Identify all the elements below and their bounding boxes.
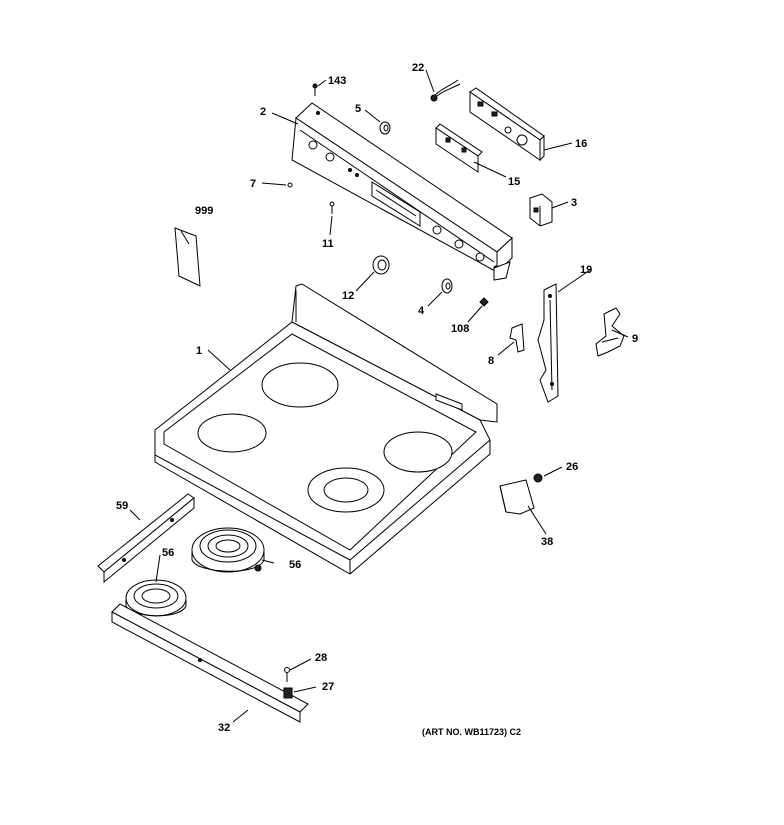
knob-part-4 (441, 278, 453, 294)
callout-22: 22 (412, 62, 424, 74)
callout-7: 7 (250, 178, 256, 190)
bracket-part-19 (537, 283, 559, 403)
callout-59: 59 (116, 500, 128, 512)
callout-27: 27 (322, 681, 334, 693)
screw-part-143 (312, 83, 318, 96)
callout-108: 108 (451, 323, 469, 335)
screw-part-108 (479, 297, 489, 307)
callout-4: 4 (418, 305, 425, 317)
pin-part-11 (329, 201, 335, 214)
hinge-part-9 (595, 307, 625, 357)
callout-2: 2 (260, 106, 266, 118)
literature-part-999 (174, 227, 201, 287)
rail-part-59 (97, 493, 195, 584)
control-board (469, 87, 545, 162)
clip-part-7 (287, 182, 293, 188)
bracket-part-8 (509, 323, 525, 353)
receptacle-part-27 (283, 687, 293, 699)
callout-28: 28 (315, 652, 327, 664)
callout-3: 3 (571, 197, 577, 209)
callout-38: 38 (541, 536, 553, 548)
element-support-part-32 (111, 603, 309, 723)
surface-element-56-front (125, 579, 187, 617)
callout-5: 5 (355, 103, 361, 115)
callout-15: 15 (508, 176, 520, 188)
callout-56-top: 56 (162, 547, 174, 559)
screw-part-26 (533, 473, 543, 483)
callout-9: 9 (632, 333, 638, 345)
bracket-part-38 (499, 479, 535, 515)
callout-56-side: 56 (289, 559, 301, 571)
switch-assembly (435, 123, 483, 173)
knob-part-5 (379, 121, 391, 135)
callout-19: 19 (580, 264, 592, 276)
callout-11: 11 (322, 238, 334, 250)
callout-26: 26 (566, 461, 578, 473)
screw-part-28 (284, 667, 290, 682)
callout-143: 143 (328, 75, 346, 87)
callout-1: 1 (196, 345, 202, 357)
surface-element-56-rear (191, 527, 265, 573)
callout-12: 12 (342, 290, 354, 302)
cooktop-main-top (154, 283, 498, 575)
leader-lines (129, 69, 629, 723)
callout-999: 999 (195, 205, 213, 217)
callout-32: 32 (218, 722, 230, 734)
switch-block (529, 193, 553, 227)
control-panel-backsplash (291, 102, 513, 281)
callout-16: 16 (575, 138, 587, 150)
knob-part-12 (372, 255, 390, 275)
wiring-connector (430, 79, 461, 102)
art-number-label: (ART NO. WB11723) C2 (422, 727, 521, 737)
callout-8: 8 (488, 355, 494, 367)
